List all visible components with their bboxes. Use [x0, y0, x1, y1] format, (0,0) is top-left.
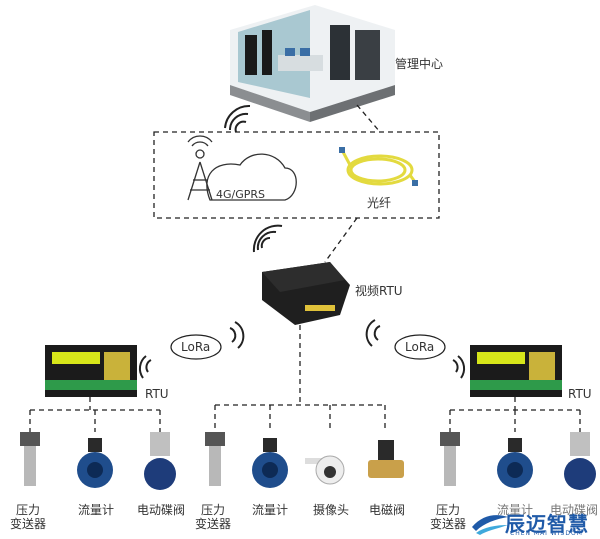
- butterfly-valve-icon: [144, 432, 596, 490]
- rtu-device-left: [45, 345, 137, 397]
- control-center-room: [230, 5, 395, 122]
- device-label-middle-3: 电磁阀: [368, 503, 405, 517]
- device-label-right-0: 压力 变送器: [429, 503, 466, 531]
- device-label-left-1: 流量计: [77, 503, 114, 517]
- solenoid-valve-icon: [368, 440, 404, 478]
- rtu-left-label: RTU: [145, 387, 169, 401]
- lora-bubble-left: [170, 334, 222, 360]
- fiber-label: 光纤: [367, 196, 392, 210]
- connector-center-to-network: [356, 104, 381, 133]
- network-4g-label: 4G/GPRS: [216, 188, 266, 201]
- cell-tower-icon: [187, 135, 297, 201]
- pressure-transmitter-icon: [20, 432, 460, 486]
- fiber-connector-right: [412, 180, 418, 186]
- device-label-middle-0: 压力 变送器: [194, 503, 231, 531]
- fiber-optic-icon: [340, 149, 417, 186]
- flow-meter-icon: [77, 438, 533, 488]
- lora-left-label: LoRa: [181, 340, 211, 354]
- lora-signal-left: [138, 321, 245, 379]
- device-label-left-2: 电动碟阀: [136, 503, 185, 517]
- brand-english: CHEN MAI WISDOM: [510, 530, 583, 537]
- lora-signal-right: [365, 319, 466, 379]
- brand-name: 辰迈智慧: [505, 512, 589, 536]
- lora-bubble-right: [394, 334, 446, 360]
- control-center-label: 管理中心: [395, 57, 444, 71]
- fiber-connector-left: [339, 147, 345, 153]
- device-label-middle-2: 摄像头: [312, 503, 349, 517]
- rtu-device-right: [470, 345, 562, 397]
- device-label-right-1: 流量计: [496, 503, 533, 517]
- video-rtu-device: [262, 262, 350, 325]
- brand-logo-icon: [472, 515, 508, 535]
- device-label-middle-1: 流量计: [251, 503, 288, 517]
- device-label-right-2: 电动碟阀: [549, 503, 598, 517]
- wireless-signal-icon: [224, 104, 251, 133]
- wireless-signal-icon-center: [252, 224, 283, 253]
- lora-right-label: LoRa: [405, 340, 435, 354]
- video-rtu-label: 视频RTU: [355, 284, 403, 298]
- connector-network-to-video-rtu: [324, 217, 358, 263]
- device-bus-lines: [29, 325, 581, 432]
- camera-icon: [305, 455, 345, 485]
- device-label-left-0: 压力 变送器: [9, 503, 46, 531]
- rtu-right-label: RTU: [568, 387, 592, 401]
- network-box: [153, 131, 440, 219]
